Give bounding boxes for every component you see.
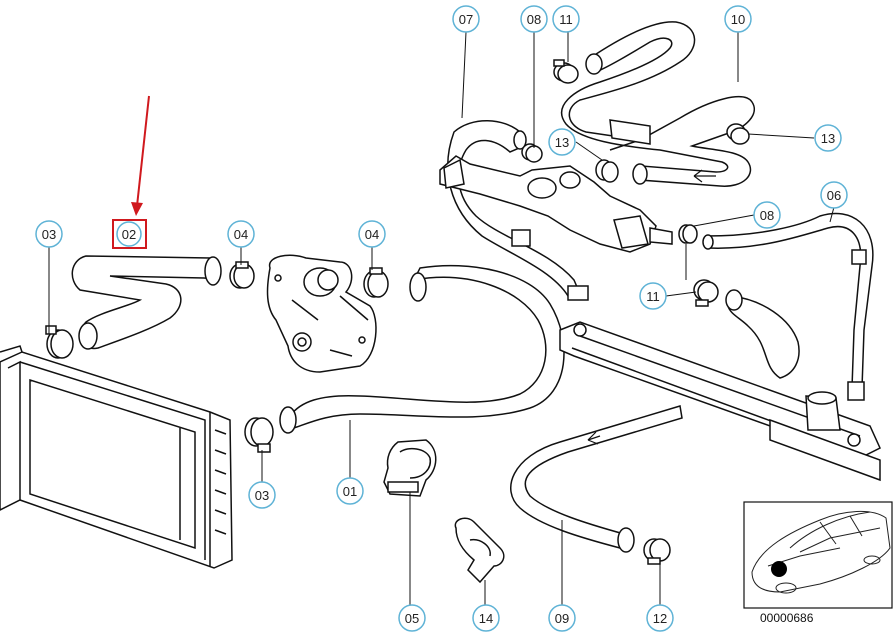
radiator <box>0 345 233 569</box>
water-pump <box>266 254 377 373</box>
callout-09: 09 <box>548 604 576 632</box>
highlight-arrow <box>131 95 150 216</box>
hose-07 <box>447 120 589 301</box>
engine-block <box>559 321 881 482</box>
clamp-13-left <box>595 159 619 183</box>
clamp-11-lower <box>693 279 719 307</box>
clamp-03-lower <box>244 417 274 453</box>
clamp-03-upper <box>45 325 74 359</box>
thermostat-housing <box>439 155 673 253</box>
leader-lines <box>48 30 835 605</box>
callout-12: 12 <box>646 604 674 632</box>
callout-label: 05 <box>405 611 419 626</box>
engine-location-dot <box>771 561 787 577</box>
callout-label: 09 <box>555 611 569 626</box>
callout-label: 10 <box>731 12 745 27</box>
callout-03-lower: 03 <box>248 481 276 509</box>
callout-label: 11 <box>559 12 573 27</box>
hose-small-right <box>725 289 800 379</box>
callout-14: 14 <box>472 604 500 632</box>
clamp-11-upper <box>553 59 579 84</box>
hose-10 <box>560 21 755 187</box>
callout-label: 03 <box>42 227 56 242</box>
callout-label: 02 <box>122 227 136 242</box>
callout-label: 13 <box>555 135 569 150</box>
callout-label: 11 <box>646 289 660 304</box>
callout-label: 04 <box>365 227 379 242</box>
callout-label: 03 <box>255 488 269 503</box>
callout-11-upper: 11 <box>552 5 580 33</box>
car-outline-icon <box>751 510 891 594</box>
callout-label: 01 <box>343 484 357 499</box>
callout-13-left: 13 <box>548 128 576 156</box>
callout-label: 08 <box>760 208 774 223</box>
callout-label: 04 <box>234 227 248 242</box>
highlighted-callout-02: 02 <box>112 219 147 249</box>
callout-label: 12 <box>653 611 667 626</box>
callout-01: 01 <box>336 477 364 505</box>
callout-04-left: 04 <box>227 220 255 248</box>
callout-label: 13 <box>821 131 835 146</box>
callout-13-right: 13 <box>814 124 842 152</box>
callout-10: 10 <box>724 5 752 33</box>
callout-07: 07 <box>452 5 480 33</box>
diagram-reference-number: 00000686 <box>760 611 814 625</box>
callout-label: 06 <box>827 188 841 203</box>
car-locator-inset <box>743 501 893 609</box>
callout-05: 05 <box>398 604 426 632</box>
hose-06 <box>702 212 874 401</box>
callout-label: 08 <box>527 12 541 27</box>
callout-11-lower: 11 <box>639 282 667 310</box>
callout-06: 06 <box>820 181 848 209</box>
hose-01 <box>279 264 565 434</box>
callout-03-upper: 03 <box>35 220 63 248</box>
clamp-04-right <box>363 267 389 298</box>
clip-05 <box>383 439 437 497</box>
clip-14 <box>454 517 505 584</box>
clamp-04-left <box>229 261 255 289</box>
clamp-08-lower <box>678 224 698 244</box>
callout-04-right: 04 <box>358 220 386 248</box>
callout-08-upper: 08 <box>520 5 548 33</box>
clamp-08-upper <box>521 143 543 163</box>
callout-08-lower: 08 <box>753 201 781 229</box>
callouts: 03 04 04 03 01 05 14 09 12 07 08 11 10 1… <box>35 5 848 632</box>
hose-02 <box>71 255 222 350</box>
hose-09 <box>510 405 683 553</box>
clamp-12 <box>643 538 671 565</box>
clamp-13-right <box>726 123 750 145</box>
callout-label: 14 <box>479 611 493 626</box>
callout-label: 07 <box>459 12 473 27</box>
